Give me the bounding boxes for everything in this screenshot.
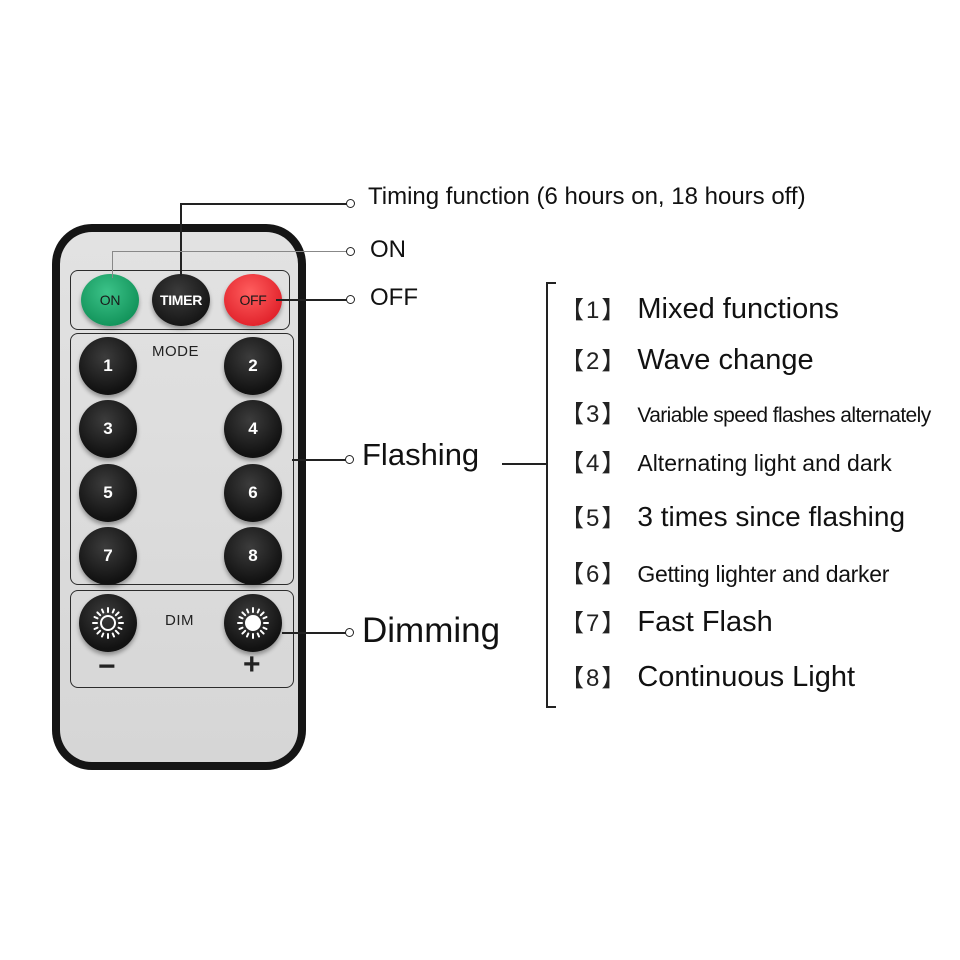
mode-label: MODE bbox=[152, 343, 199, 360]
on-callout: ON bbox=[370, 236, 406, 264]
mode-button-label: 1 bbox=[103, 356, 112, 376]
mode-button-6[interactable]: 6 bbox=[224, 464, 282, 522]
mode-label-text: Wave change bbox=[637, 344, 813, 377]
dim-plus-sign: + bbox=[243, 648, 261, 682]
mode-item-3: 【3】 Variable speed flashes alternately bbox=[560, 394, 931, 429]
on-button-label: ON bbox=[100, 292, 120, 308]
mode-button-1[interactable]: 1 bbox=[79, 337, 137, 395]
mode-button-label: 7 bbox=[103, 546, 112, 566]
off-callout: OFF bbox=[370, 284, 418, 312]
mode-item-5: 【5】 3 times since flashing bbox=[560, 498, 905, 533]
on-connector-vertical bbox=[112, 252, 113, 278]
mode-item-1: 【1】 Mixed functions bbox=[560, 290, 839, 326]
dimming-connector-dot bbox=[345, 628, 354, 637]
mode-button-7[interactable]: 7 bbox=[79, 527, 137, 585]
mode-label-text: Getting lighter and darker bbox=[637, 561, 889, 588]
mode-index: 【1】 bbox=[560, 290, 627, 325]
on-button[interactable]: ON bbox=[81, 274, 139, 326]
mode-index: 【7】 bbox=[560, 603, 627, 638]
modes-bracket-top bbox=[546, 282, 556, 284]
mode-button-label: 6 bbox=[248, 483, 257, 503]
mode-label-text: 3 times since flashing bbox=[637, 501, 905, 533]
timing-callout: Timing function (6 hours on, 18 hours of… bbox=[368, 183, 806, 211]
on-connector-horizontal bbox=[112, 251, 346, 252]
flashing-bracket-connector bbox=[502, 463, 546, 465]
timing-connector-horizontal bbox=[180, 203, 348, 205]
mode-item-6: 【6】 Getting lighter and darker bbox=[560, 554, 889, 589]
mode-button-label: 8 bbox=[248, 546, 257, 566]
mode-index: 【8】 bbox=[560, 658, 627, 693]
mode-index: 【6】 bbox=[560, 554, 627, 589]
mode-label-text: Variable speed flashes alternately bbox=[637, 404, 930, 428]
mode-item-7: 【7】 Fast Flash bbox=[560, 603, 773, 639]
flashing-callout: Flashing bbox=[362, 437, 479, 473]
timer-button[interactable]: TIMER bbox=[152, 274, 210, 326]
mode-index: 【3】 bbox=[560, 394, 627, 429]
flashing-connector-dot bbox=[345, 455, 354, 464]
modes-bracket-bottom bbox=[546, 706, 556, 708]
mode-button-5[interactable]: 5 bbox=[79, 464, 137, 522]
dim-label: DIM bbox=[165, 612, 194, 629]
mode-index: 【4】 bbox=[560, 443, 627, 478]
sun-outline-icon bbox=[91, 606, 125, 640]
mode-label-text: Mixed functions bbox=[637, 293, 839, 326]
timer-button-label: TIMER bbox=[160, 292, 202, 308]
mode-index: 【5】 bbox=[560, 498, 627, 533]
on-connector-dot bbox=[346, 247, 355, 256]
dim-minus-sign: − bbox=[98, 650, 116, 684]
mode-button-label: 2 bbox=[248, 356, 257, 376]
mode-button-2[interactable]: 2 bbox=[224, 337, 282, 395]
mode-item-2: 【2】 Wave change bbox=[560, 341, 814, 377]
mode-item-4: 【4】 Alternating light and dark bbox=[560, 443, 892, 478]
sun-filled-icon bbox=[236, 606, 270, 640]
mode-index: 【2】 bbox=[560, 341, 627, 376]
off-connector-dot bbox=[346, 295, 355, 304]
mode-button-4[interactable]: 4 bbox=[224, 400, 282, 458]
mode-item-8: 【8】 Continuous Light bbox=[560, 658, 855, 694]
modes-bracket-vertical bbox=[546, 282, 548, 708]
dim-minus-button[interactable] bbox=[79, 594, 137, 652]
mode-button-label: 5 bbox=[103, 483, 112, 503]
mode-button-8[interactable]: 8 bbox=[224, 527, 282, 585]
mode-label-text: Alternating light and dark bbox=[637, 450, 891, 477]
timing-connector-vertical bbox=[180, 204, 182, 276]
mode-button-label: 3 bbox=[103, 419, 112, 439]
dimming-callout: Dimming bbox=[362, 611, 500, 651]
off-button[interactable]: OFF bbox=[224, 274, 282, 326]
mode-label-text: Fast Flash bbox=[637, 606, 772, 639]
dim-plus-button[interactable] bbox=[224, 594, 282, 652]
mode-button-label: 4 bbox=[248, 419, 257, 439]
mode-button-3[interactable]: 3 bbox=[79, 400, 137, 458]
dimming-connector bbox=[282, 632, 346, 634]
flashing-connector bbox=[292, 459, 346, 461]
mode-label-text: Continuous Light bbox=[637, 661, 855, 694]
off-button-label: OFF bbox=[239, 292, 266, 308]
off-connector bbox=[276, 299, 347, 301]
timing-connector-dot bbox=[346, 199, 355, 208]
